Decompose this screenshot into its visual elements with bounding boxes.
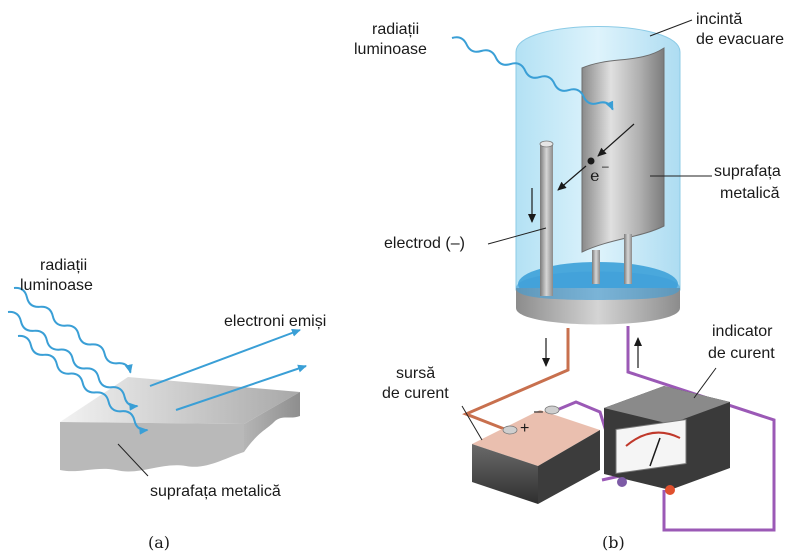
- electron-label: e: [590, 166, 599, 185]
- metal-plate-a: [60, 377, 300, 472]
- light-waves-a: [7, 286, 149, 435]
- radiation-label-b-line2: luminoase: [354, 41, 427, 58]
- radiation-label-a-line1: radiații: [40, 257, 87, 274]
- electrons-label: electroni emiși: [224, 313, 326, 330]
- meter-leader: [693, 367, 717, 399]
- electrode-leader: [487, 227, 547, 245]
- chamber-label-line2: de evacuare: [696, 31, 784, 48]
- chamber-leader: [649, 19, 693, 37]
- surface-label-a: suprafața metalică: [150, 483, 281, 500]
- source-label-line2: de curent: [382, 385, 449, 402]
- battery: [472, 405, 600, 504]
- panel-a: radiații luminoase electroni emiși supra…: [7, 257, 326, 552]
- source-leader: [461, 405, 483, 441]
- surface-leader-a: [117, 443, 149, 477]
- source-label-line1: sursă: [396, 365, 435, 382]
- surface-label-b-line2: metalică: [720, 185, 780, 202]
- caption-b: (b): [602, 533, 625, 552]
- metal-sheet-b: [581, 47, 665, 284]
- electron-dot: [587, 157, 595, 165]
- light-wave-b: [451, 36, 614, 111]
- current-meter: [604, 386, 730, 495]
- meter-label-line1: indicator: [712, 323, 773, 340]
- radiation-label-a-line2: luminoase: [20, 277, 93, 294]
- electron-path: [528, 123, 635, 223]
- circuit-wires: [462, 326, 776, 532]
- panel-b: e – + –: [354, 11, 784, 552]
- chamber-base: [516, 271, 680, 325]
- electrode-rod: [539, 140, 554, 296]
- meter-label-line2: de curent: [708, 345, 775, 362]
- electron-arrows-a: [149, 329, 307, 411]
- radiation-label-b-line1: radiații: [372, 21, 419, 38]
- battery-plus-sign: +: [520, 420, 529, 437]
- surface-label-b-line1: suprafața: [714, 163, 781, 180]
- battery-minus-sign: –: [534, 403, 543, 420]
- caption-a: (a): [148, 533, 170, 552]
- electrode-label: electrod (–): [384, 235, 465, 252]
- electron-charge-sign: –: [602, 159, 609, 173]
- chamber-label-line1: incintă: [696, 11, 742, 28]
